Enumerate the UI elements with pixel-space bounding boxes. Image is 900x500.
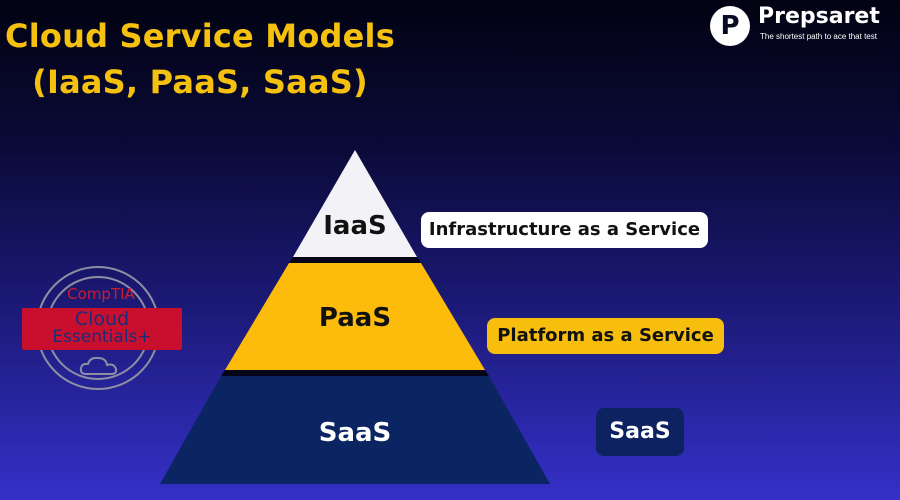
pyramid-tier-saas — [160, 376, 550, 484]
tier-label-saas: SaaS — [318, 418, 392, 448]
badge-band: Cloud Essentials+ — [22, 308, 182, 350]
pyramid-gap-1 — [289, 257, 421, 263]
badge-vendor: CompTIA — [67, 285, 135, 303]
page-subtitle: (IaaS, PaaS, SaaS) — [32, 63, 368, 101]
page-title: Cloud Service Models — [5, 17, 395, 55]
callout-iaas: Infrastructure as a Service — [421, 212, 708, 248]
pyramid-tier-iaas — [293, 150, 417, 257]
callout-saas: SaaS — [596, 408, 684, 456]
tier-label-iaas: IaaS — [323, 211, 387, 241]
comptia-cloud-essentials-badge: CompTIA Cloud Essentials+ — [22, 262, 192, 394]
badge-line2: Essentials+ — [52, 327, 152, 347]
brand-tagline: The shortest path to ace that test — [760, 32, 877, 41]
prepsaret-logo-icon: P — [710, 6, 750, 46]
brand-logo-block: P Prepsaret The shortest path to ace tha… — [706, 4, 896, 48]
brand-name: Prepsaret — [758, 4, 880, 29]
pyramid-tier-paas — [225, 263, 485, 370]
tier-label-paas: PaaS — [318, 303, 392, 333]
cloud-icon — [79, 356, 118, 375]
badge-line1: Cloud — [74, 308, 130, 330]
pyramid-gap-2 — [221, 370, 489, 376]
callout-paas: Platform as a Service — [487, 318, 724, 354]
